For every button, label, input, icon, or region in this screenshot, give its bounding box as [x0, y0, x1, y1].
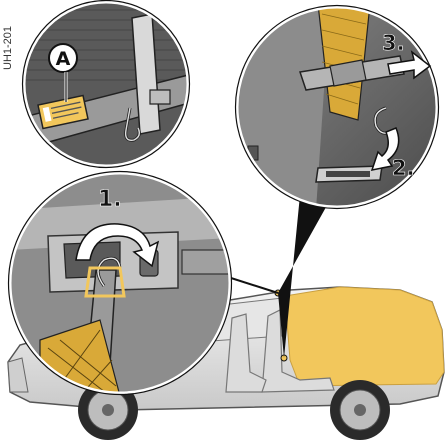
detail-circle-a: A: [20, 0, 200, 170]
step-1-label: 1.: [98, 187, 122, 212]
rear-wheel: [330, 380, 390, 440]
detail-circle-b: 3. 2.: [236, 0, 447, 210]
cargo-area-highlight: [285, 287, 444, 386]
detail-circle-c: 1.: [9, 170, 233, 396]
callout-a: A: [56, 48, 71, 70]
step-2-label: 2.: [392, 156, 415, 180]
step-3-label: 3.: [382, 31, 405, 55]
